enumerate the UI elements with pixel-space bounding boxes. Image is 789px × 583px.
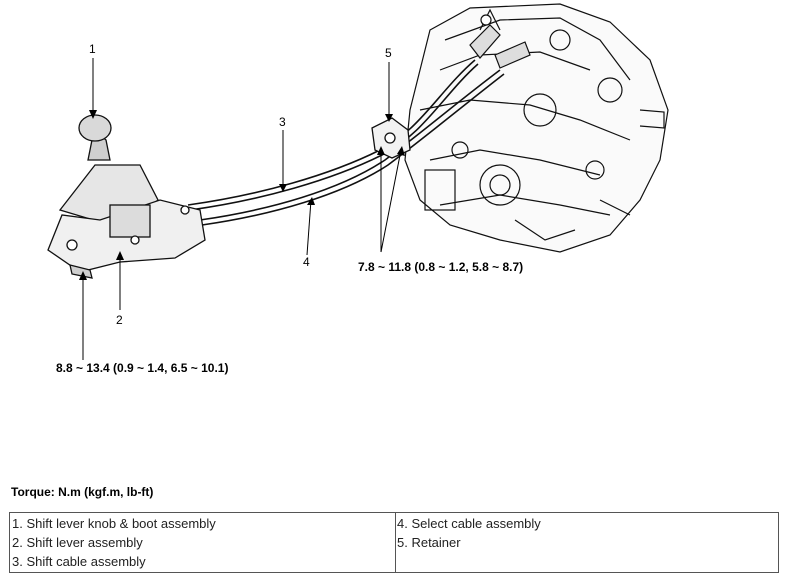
torque-units-heading: Torque: N.m (kgf.m, lb-ft) — [11, 485, 154, 499]
leader-lines — [82, 58, 402, 360]
callout-5: 5 — [385, 46, 392, 60]
legend-item: 1. Shift lever knob & boot assembly — [12, 516, 216, 531]
cable-end-fittings — [469, 14, 531, 69]
shift-cable — [187, 59, 476, 206]
callout-2: 2 — [116, 313, 123, 327]
callout-1: 1 — [89, 42, 96, 56]
shift-lever-assembly — [47, 114, 206, 279]
select-cable — [199, 69, 501, 221]
legend-item: 5. Retainer — [397, 535, 461, 550]
leader-arrowheads — [79, 110, 405, 280]
legend-column-right: 4. Select cable assembly 5. Retainer — [396, 513, 778, 572]
cables — [187, 59, 505, 226]
parts-legend-table: 1. Shift lever knob & boot assembly 2. S… — [9, 512, 779, 573]
callout-4: 4 — [303, 255, 310, 269]
legend-column-left: 1. Shift lever knob & boot assembly 2. S… — [10, 513, 396, 572]
torque-value-retainer: 7.8 ~ 11.8 (0.8 ~ 1.2, 5.8 ~ 8.7) — [358, 260, 524, 274]
shift-cable-diagram — [47, 3, 669, 360]
callout-3: 3 — [279, 115, 286, 129]
legend-item: 2. Shift lever assembly — [12, 535, 143, 550]
transaxle-illustration — [404, 3, 669, 253]
legend-item: 3. Shift cable assembly — [12, 554, 146, 569]
legend-item: 4. Select cable assembly — [397, 516, 541, 531]
torque-value-shift-lever: 8.8 ~ 13.4 (0.9 ~ 1.4, 6.5 ~ 10.1) — [56, 361, 229, 375]
